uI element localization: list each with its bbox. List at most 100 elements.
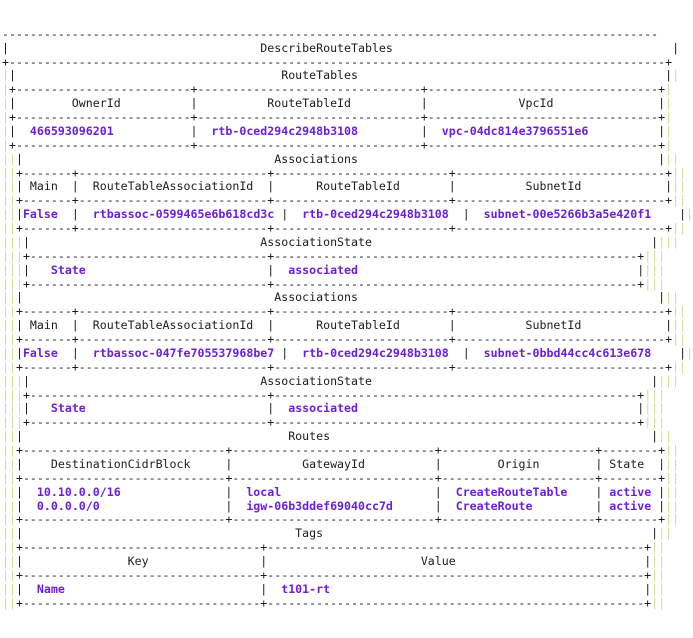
outer-border: | bbox=[2, 110, 9, 124]
table-glyphs: +----------------------------------+----… bbox=[15, 567, 652, 582]
terminal-line: |+-------------------------+------------… bbox=[0, 137, 693, 153]
table-glyphs: | bbox=[658, 290, 666, 305]
table-glyphs: | bbox=[651, 373, 659, 388]
terminal-line: ||| Associations ||| bbox=[0, 290, 693, 305]
terminal-line: |||+----------------------------------+-… bbox=[0, 276, 693, 292]
outer-border: | bbox=[2, 137, 9, 152]
terminal-line: ||+-------+---------------------------+-… bbox=[0, 359, 693, 375]
terminal-line: ||| 0.0.0.0/0 | igw-06b3ddef69040cc7d | … bbox=[0, 498, 693, 514]
outer-border: || bbox=[672, 179, 687, 194]
cell-value: rtb-0ced294c2948b3108 bbox=[197, 123, 421, 138]
shell-prompt-line-clipped[interactable]: [ubuntu@IP7001-VSCB ~]$ bbox=[0, 583, 693, 591]
outer-border: || bbox=[665, 443, 680, 457]
outer-border: ||| bbox=[2, 248, 23, 263]
outer-border: || bbox=[2, 332, 16, 346]
table-glyphs: Routes bbox=[22, 429, 652, 444]
terminal-line: +---------------------------------------… bbox=[0, 54, 693, 70]
terminal-line: || 466593096201 | rtb-0ced294c2948b3108 … bbox=[0, 123, 693, 139]
outer-border: | bbox=[665, 137, 673, 152]
table-glyphs: | bbox=[644, 581, 652, 596]
table-glyphs: | Main | RouteTableAssociationId | Route… bbox=[15, 179, 666, 194]
outer-border: ||| bbox=[2, 387, 23, 402]
table-glyphs: | bbox=[267, 401, 275, 416]
terminal-line: ||+-------+---------------------------+-… bbox=[0, 193, 693, 208]
table-glyphs: | bbox=[434, 498, 442, 513]
terminal-line: ||| Main | RouteTableAssociationId | Rou… bbox=[0, 318, 693, 333]
terminal-line: |||| AssociationState |||| bbox=[0, 235, 693, 250]
table-glyphs: | bbox=[15, 484, 23, 499]
table-glyphs: | bbox=[658, 498, 666, 513]
cell-value: 466593096201 bbox=[15, 123, 191, 138]
outer-border: || bbox=[2, 165, 16, 180]
terminal-line: |||+----------------------------------+-… bbox=[0, 387, 693, 403]
table-glyphs: +-------+---------------------------+---… bbox=[15, 359, 673, 374]
terminal-line: ||+----------------------------------+--… bbox=[0, 596, 693, 611]
terminal-line: ||+-----------------------------+-------… bbox=[0, 512, 693, 527]
table-glyphs: | bbox=[658, 484, 666, 499]
outer-border: | bbox=[665, 96, 673, 111]
terminal-output[interactable]: ----------------------------------------… bbox=[0, 0, 693, 610]
table-glyphs: +-------------------------+-------------… bbox=[8, 137, 666, 152]
terminal-line: |||+----------------------------------+-… bbox=[0, 415, 693, 430]
table-glyphs: | bbox=[225, 498, 233, 513]
outer-border: || bbox=[2, 345, 16, 360]
outer-border: || bbox=[672, 304, 687, 319]
outer-border: || bbox=[665, 456, 680, 471]
cell-value: subnet-0bbd44cc4c613e678 bbox=[469, 345, 680, 360]
table-glyphs: +-------------------------+-------------… bbox=[8, 82, 666, 97]
terminal-line: |||| AssociationState |||| bbox=[0, 373, 693, 389]
outer-border: || bbox=[2, 221, 16, 235]
table-glyphs: | bbox=[15, 526, 23, 541]
terminal-line: |+-------------------------+------------… bbox=[0, 110, 693, 125]
cell-value: 0.0.0.0/0 bbox=[22, 498, 226, 513]
outer-border: || bbox=[672, 318, 687, 333]
table-glyphs: | bbox=[637, 262, 645, 277]
outer-border: || bbox=[2, 443, 16, 457]
table-glyphs: | bbox=[658, 123, 666, 138]
table-glyphs: | bbox=[15, 345, 23, 360]
cell-value: CreateRoute bbox=[441, 498, 596, 513]
table-glyphs: +-------+---------------------------+---… bbox=[15, 332, 673, 346]
table-glyphs: | bbox=[658, 456, 666, 471]
terminal-line: ||| Tags ||| bbox=[0, 526, 693, 541]
outer-border: || bbox=[2, 179, 16, 194]
outer-border: || bbox=[2, 526, 16, 541]
outer-border: || bbox=[2, 193, 16, 208]
terminal-line: ||| Associations ||| bbox=[0, 151, 693, 167]
table-glyphs: +----------------------------------+----… bbox=[22, 248, 645, 263]
table-glyphs: +-------+---------------------------+---… bbox=[15, 165, 673, 180]
table-glyphs: +----------------------------------+----… bbox=[22, 276, 645, 291]
table-glyphs: +---------------------------------------… bbox=[2, 54, 673, 69]
outer-border: || bbox=[651, 554, 666, 568]
table-glyphs: +-------+---------------------------+---… bbox=[15, 304, 673, 319]
outer-border: | bbox=[2, 68, 9, 83]
table-glyphs: | bbox=[8, 123, 16, 138]
outer-border: || bbox=[672, 332, 687, 346]
table-glyphs: | bbox=[225, 484, 233, 499]
ascii-table-output: ----------------------------------------… bbox=[0, 26, 693, 611]
table-glyphs: OwnerId | RouteTableId | VpcId bbox=[15, 96, 659, 111]
terminal-line: ||| 10.10.0.0/16 | local | CreateRouteTa… bbox=[0, 484, 693, 500]
table-glyphs: | bbox=[281, 345, 289, 360]
table-glyphs: +-------+---------------------------+---… bbox=[15, 221, 673, 235]
outer-border: || bbox=[665, 151, 680, 166]
cell-value: State bbox=[29, 401, 268, 416]
table-glyphs: ----------------------------------------… bbox=[2, 26, 659, 41]
terminal-line: |||+----------------------------------+-… bbox=[0, 248, 693, 264]
table-glyphs: | bbox=[8, 96, 16, 111]
table-glyphs: RouteTables bbox=[15, 68, 666, 83]
table-glyphs: | bbox=[665, 179, 673, 194]
terminal-line: |||| State | associated |||| bbox=[0, 401, 693, 416]
table-glyphs: | bbox=[22, 373, 30, 388]
outer-border: || bbox=[665, 498, 680, 513]
table-glyphs: | bbox=[679, 207, 687, 222]
outer-border: || bbox=[665, 290, 680, 305]
table-glyphs: | bbox=[462, 345, 470, 360]
terminal-line: ||+----------------------------------+--… bbox=[0, 567, 693, 583]
table-glyphs: +----------------------------------+----… bbox=[22, 387, 645, 402]
terminal-line: ----------------------------------------… bbox=[0, 26, 693, 42]
outer-border: || bbox=[2, 207, 16, 222]
table-glyphs: | bbox=[260, 581, 268, 596]
table-glyphs: +-----------------------------+---------… bbox=[15, 512, 666, 527]
table-glyphs: Associations bbox=[22, 151, 659, 166]
